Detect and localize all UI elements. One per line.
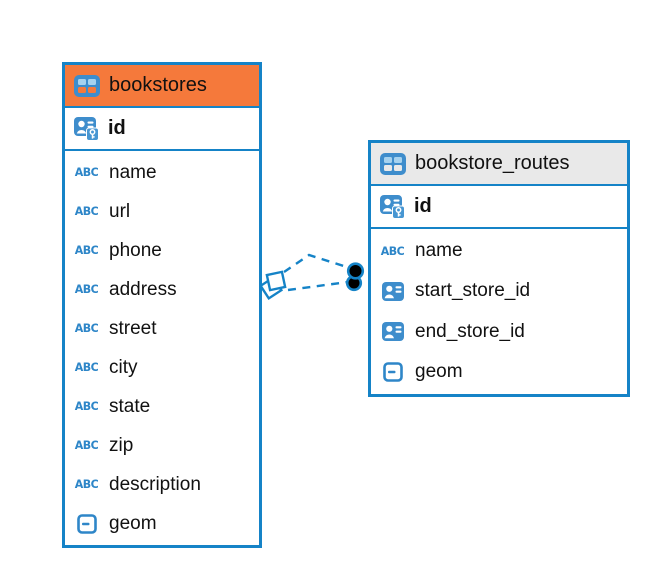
string-type-icon: ABC <box>74 360 99 375</box>
table-header[interactable]: bookstore_routes <box>371 143 627 186</box>
primary-key-icon <box>379 194 406 219</box>
column-row[interactable]: ABC name <box>371 231 627 271</box>
table-icon <box>379 152 406 175</box>
column-row[interactable]: ABC url <box>65 192 259 231</box>
column-row[interactable]: geom <box>371 352 627 392</box>
column-list: ABC name ABC url ABC phone ABC address A… <box>65 151 259 545</box>
string-type-icon: ABC <box>74 477 99 492</box>
entity-table-bookstore-routes[interactable]: bookstore_routes id ABC <box>368 140 630 397</box>
column-row[interactable]: ABC address <box>65 270 259 309</box>
relationship-line-2[interactable] <box>287 280 349 292</box>
column-name: id <box>414 195 432 217</box>
string-type-icon: ABC <box>74 282 99 297</box>
table-icon <box>73 74 100 97</box>
column-row[interactable]: geom <box>65 504 259 543</box>
column-row[interactable]: ABC phone <box>65 231 259 270</box>
column-row[interactable]: start_store_id <box>371 271 627 311</box>
column-name: url <box>109 200 131 222</box>
column-name: state <box>109 395 151 417</box>
string-type-icon: ABC <box>74 165 99 180</box>
geometry-type-icon <box>73 513 100 534</box>
column-name: city <box>109 356 138 378</box>
string-type-icon: ABC <box>74 399 99 414</box>
string-type-icon: ABC <box>74 438 99 453</box>
string-type-icon: ABC <box>74 243 99 258</box>
column-name: name <box>415 240 463 262</box>
column-row[interactable]: ABC city <box>65 348 259 387</box>
column-name: description <box>109 473 201 495</box>
column-row[interactable]: ABC name <box>65 153 259 192</box>
column-row[interactable]: end_store_id <box>371 312 627 352</box>
column-list: ABC name start_store_id <box>371 229 627 394</box>
entity-table-bookstores[interactable]: bookstores id ABC <box>62 62 262 548</box>
many-side-diamond-marker <box>258 270 287 301</box>
column-row[interactable]: ABC state <box>65 387 259 426</box>
column-name: name <box>109 161 157 183</box>
table-header[interactable]: bookstores <box>65 65 259 108</box>
column-name: geom <box>415 360 463 382</box>
table-title: bookstore_routes <box>415 152 570 174</box>
table-title: bookstores <box>109 74 207 96</box>
string-type-icon: ABC <box>74 321 99 336</box>
column-name: zip <box>109 434 134 456</box>
column-row[interactable]: ABC street <box>65 309 259 348</box>
geometry-type-icon <box>379 362 406 382</box>
column-row-primary-key[interactable]: id <box>65 108 259 151</box>
reference-type-icon <box>379 322 406 342</box>
column-name: start_store_id <box>415 280 531 302</box>
relationship-line-1[interactable] <box>283 253 351 273</box>
reference-type-icon <box>379 281 406 301</box>
one-side-dot-marker <box>345 262 365 292</box>
column-name: geom <box>109 512 157 534</box>
column-name: id <box>108 117 126 139</box>
column-name: end_store_id <box>415 320 525 342</box>
column-row-primary-key[interactable]: id <box>371 186 627 229</box>
column-row[interactable]: ABC description <box>65 465 259 504</box>
string-type-icon: ABC <box>74 204 99 219</box>
primary-key-icon <box>73 116 100 141</box>
column-name: street <box>109 317 157 339</box>
column-row[interactable]: ABC zip <box>65 426 259 465</box>
column-name: address <box>109 278 177 300</box>
string-type-icon: ABC <box>380 244 405 258</box>
column-name: phone <box>109 239 162 261</box>
